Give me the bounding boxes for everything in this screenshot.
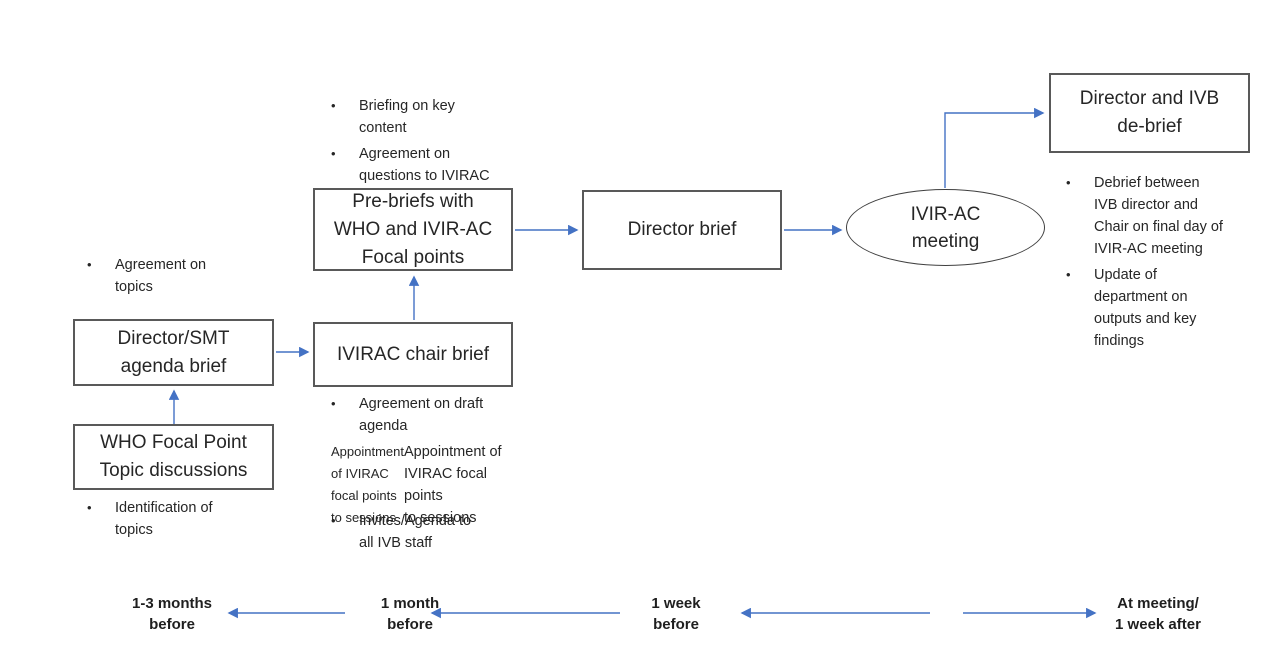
node-director-ivb-debrief: Director and IVB de-brief: [1049, 73, 1250, 153]
node-pre-briefs: Pre-briefs with WHO and IVIR-AC Focal po…: [313, 188, 513, 271]
bullet-icon: Appointment of IVIRAC focal points to se…: [331, 444, 404, 525]
note-item: • Briefing on key content: [328, 95, 518, 139]
bullet-icon: •: [1066, 267, 1071, 282]
arrow-meeting-to-debrief: [944, 107, 1045, 188]
note-item: • Debrief between IVB director and Chair…: [1063, 172, 1258, 260]
bullet-icon: •: [87, 500, 92, 515]
note-text: Appointment of IVIRAC focal points to se…: [404, 444, 502, 526]
note-item: • Identification of topics: [84, 497, 254, 541]
notes-chair-brief: • Agreement on draft agenda Appointment …: [328, 393, 518, 533]
note-item: Appointment of IVIRAC focal points to se…: [328, 441, 518, 529]
bullet-icon: •: [331, 146, 336, 161]
timeline-label-1-month: 1 month before: [380, 595, 440, 633]
note-item: • Agreement on questions to IVIRAC: [328, 143, 518, 187]
node-director-smt-agenda-brief: Director/SMT agenda brief: [73, 319, 274, 386]
node-who-focal-point: WHO Focal Point Topic discussions: [73, 424, 274, 490]
notes-invites: • Invites/Agenda to all IVB staff: [328, 510, 518, 558]
timeline-label-1-3-months: 1-3 months before: [131, 595, 212, 633]
note-item: • Agreement on topics: [84, 254, 244, 298]
bullet-icon: •: [87, 257, 92, 272]
note-item: • Invites/Agenda to all IVB staff: [328, 510, 518, 554]
notes-who-focal: • Identification of topics: [84, 497, 254, 545]
timeline-label-1-week: 1 week before: [651, 595, 701, 633]
note-text: Agreement on questions to IVIRAC: [359, 146, 490, 184]
note-text: Update of department on outputs and key …: [1094, 267, 1197, 349]
note-item: • Update of department on outputs and ke…: [1063, 264, 1258, 352]
node-ivirac-meeting: IVIR-AC meeting: [846, 189, 1045, 266]
node-director-brief: Director brief: [582, 190, 782, 270]
note-text: Debrief between IVB director and Chair o…: [1094, 175, 1223, 257]
notes-debrief: • Debrief between IVB director and Chair…: [1063, 172, 1258, 356]
note-item: • Agreement on draft agenda: [328, 393, 518, 437]
note-text: Agreement on draft agenda: [359, 396, 484, 434]
note-text: Invites/Agenda to all IVB staff: [359, 513, 472, 551]
bullet-icon: •: [331, 98, 336, 113]
node-ivirac-chair-brief: IVIRAC chair brief: [313, 322, 513, 387]
bullet-icon: •: [331, 513, 336, 528]
note-text: Identification of topics: [115, 500, 213, 538]
notes-smt-agenda: • Agreement on topics: [84, 254, 244, 302]
note-text: Agreement on topics: [115, 257, 207, 295]
bullet-icon: •: [331, 396, 336, 411]
timeline-label-at-meeting: At meeting/ 1 week after: [1115, 595, 1201, 633]
note-text: Briefing on key content: [359, 98, 455, 136]
notes-pre-briefs: • Briefing on key content • Agreement on…: [328, 95, 518, 191]
bullet-icon: •: [1066, 175, 1071, 190]
